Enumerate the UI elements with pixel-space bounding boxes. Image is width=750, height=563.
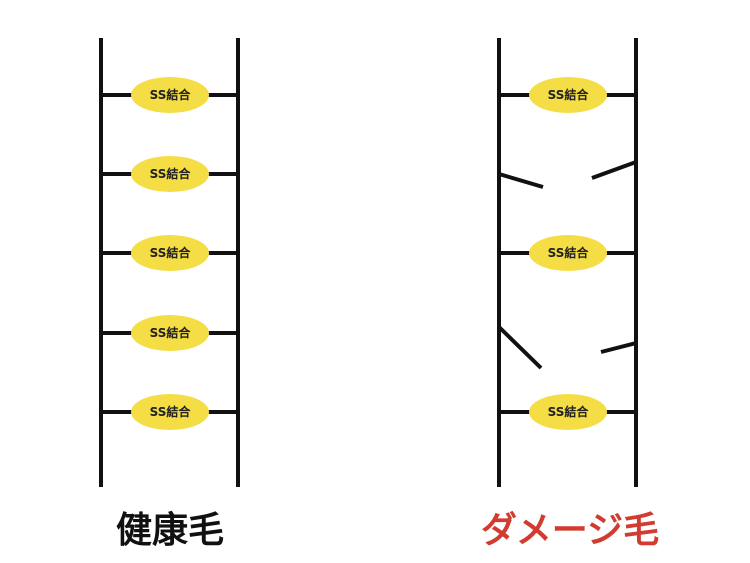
ss-bond-ellipse — [529, 394, 607, 430]
ss-bond-label: SS結合 — [548, 404, 590, 419]
healthy-hair-caption: 健康毛 — [115, 510, 224, 551]
broken-bond-1 — [498, 160, 637, 189]
ss-bond-ellipse — [131, 315, 209, 351]
damaged-hair-ladder: SS結合 SS結合 SS結合 — [497, 38, 638, 487]
broken-bond-left-fragment — [498, 172, 544, 189]
ss-bond-label: SS結合 — [150, 245, 192, 260]
damaged-bond-1: SS結合 — [499, 77, 636, 113]
ss-bond-ellipse — [131, 77, 209, 113]
healthy-hair-ladder: SS結合 SS結合 SS結合 SS結合 SS結合 — [99, 38, 240, 487]
healthy-bond-2: SS結合 — [101, 156, 238, 192]
ss-bond-ellipse — [131, 394, 209, 430]
broken-bond-left-fragment — [497, 325, 543, 370]
broken-bond-right-fragment — [600, 341, 637, 354]
ss-bond-label: SS結合 — [548, 87, 590, 102]
ss-bond-ellipse — [529, 77, 607, 113]
broken-bond-right-fragment — [591, 160, 637, 180]
ss-bond-ellipse — [529, 235, 607, 271]
broken-bond-2 — [497, 325, 637, 370]
damaged-bond-3: SS結合 — [499, 394, 636, 430]
damaged-bond-2: SS結合 — [499, 235, 636, 271]
healthy-bond-3: SS結合 — [101, 235, 238, 271]
damaged-hair-caption: ダメージ毛 — [480, 510, 660, 551]
healthy-bond-4: SS結合 — [101, 315, 238, 351]
ss-bond-ellipse — [131, 156, 209, 192]
ss-bond-label: SS結合 — [150, 87, 192, 102]
healthy-bond-5: SS結合 — [101, 394, 238, 430]
ss-bond-label: SS結合 — [150, 404, 192, 419]
ss-bond-ellipse — [131, 235, 209, 271]
ss-bond-label: SS結合 — [150, 325, 192, 340]
ss-bond-label: SS結合 — [548, 245, 590, 260]
healthy-bond-1: SS結合 — [101, 77, 238, 113]
ss-bond-label: SS結合 — [150, 166, 192, 181]
